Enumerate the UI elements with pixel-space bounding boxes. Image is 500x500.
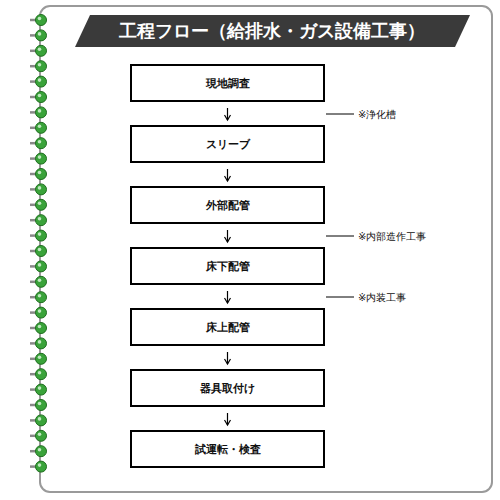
process-text: スリーブ [206, 137, 250, 152]
notebook-frame [40, 6, 492, 492]
flow-arrow [227, 230, 228, 242]
process-text: 試運転・検査 [195, 442, 261, 457]
process-box: 現地調査 [130, 64, 325, 102]
process-text: 現地調査 [206, 76, 250, 91]
process-text: 器具取付け [200, 381, 255, 396]
process-box: 床下配管 [130, 247, 325, 285]
leader-line [326, 236, 354, 237]
process-text: 外部配管 [206, 198, 250, 213]
flow-arrow [227, 291, 228, 303]
flow-arrow [227, 108, 228, 120]
process-text: 床上配管 [206, 320, 250, 335]
flow-arrow [227, 413, 228, 425]
leader-line [326, 297, 354, 298]
flow-arrow [227, 169, 228, 181]
title-text: 工程フロー（給排水・ガス設備工事） [119, 19, 425, 43]
process-box: 器具取付け [130, 369, 325, 407]
spiral-rings [30, 15, 47, 473]
flow-arrow [227, 352, 228, 364]
side-note: ※内部造作工事 [357, 230, 427, 244]
title-banner [75, 15, 470, 47]
process-box: 試運転・検査 [130, 430, 325, 468]
leader-line [326, 114, 354, 115]
side-note: ※内装工事 [357, 291, 407, 305]
process-box: スリーブ [130, 125, 325, 163]
process-text: 床下配管 [206, 259, 250, 274]
process-box: 外部配管 [130, 186, 325, 224]
process-box: 床上配管 [130, 308, 325, 346]
side-note: ※浄化槽 [357, 108, 397, 122]
